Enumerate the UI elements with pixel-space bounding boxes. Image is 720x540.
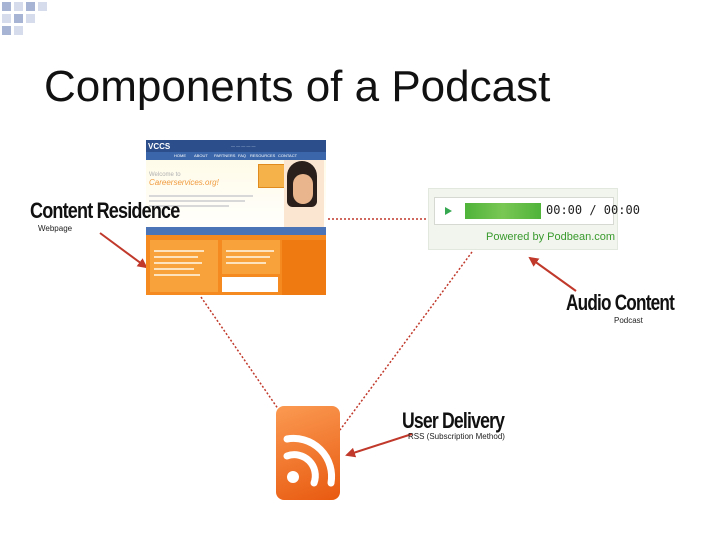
podcast-label: Podcast: [614, 316, 643, 325]
webpage-text-line: [154, 268, 194, 270]
content-residence-label: Content Residence: [30, 198, 180, 223]
play-icon[interactable]: [439, 201, 457, 221]
decor-square: [2, 2, 11, 11]
dotted-link-player-rss: [339, 251, 473, 431]
powered-by-link[interactable]: Powered by Podbean.com: [486, 231, 616, 243]
webpage-panel: [282, 240, 326, 295]
decor-square: [2, 26, 11, 35]
decor-square: [26, 2, 35, 11]
webpage-panel: [150, 240, 218, 292]
user-delivery-label: User Delivery: [402, 408, 505, 433]
webpage-header-text: — — — — —: [231, 143, 256, 148]
arrow-user-delivery: [345, 433, 413, 458]
player-controls: 00:00 / 00:00: [434, 197, 640, 225]
player-time: 00:00 / 00:00: [546, 203, 640, 217]
webpage-panel: [222, 277, 278, 292]
webpage-text-line: [154, 256, 198, 258]
webpage-blue-bar: [146, 227, 326, 235]
webpage-nav-item: RESOURCES: [250, 153, 276, 158]
rss-icon: [276, 406, 340, 500]
decor-square: [26, 14, 35, 23]
webpage-logo: VCCS: [148, 142, 171, 151]
webpage-screenshot: VCCS — — — — — HOME ABOUT PARTNERS FAQ R…: [146, 140, 326, 295]
webpage-nav-item: HOME: [174, 153, 186, 158]
webpage-nav-item: PARTNERS: [214, 153, 236, 158]
webpage-text-line: [154, 250, 204, 252]
player-progress-bar[interactable]: [465, 203, 541, 219]
rss-label: RSS (Subscription Method): [408, 432, 505, 441]
webpage-hero-box: [258, 164, 286, 188]
podcast-player: 00:00 / 00:00 Powered by Podbean.com: [428, 188, 640, 250]
webpage-nav-item: FAQ: [238, 153, 247, 158]
webpage-text-line: [154, 262, 202, 264]
webpage-nav: HOME ABOUT PARTNERS FAQ RESOURCES CONTAC…: [146, 152, 326, 160]
webpage-text-line: [149, 195, 253, 197]
webpage-text-line: [149, 200, 245, 202]
decor-square: [38, 2, 47, 11]
webpage-text-line: [149, 205, 229, 207]
webpage-nav-item: ABOUT: [194, 153, 208, 158]
webpage-text-line: [226, 256, 270, 258]
webpage-label: Webpage: [38, 224, 73, 233]
decor-square: [2, 14, 11, 23]
decor-square: [14, 2, 23, 11]
webpage-text-line: [226, 250, 274, 252]
dotted-link-webpage-rss: [200, 296, 284, 417]
webpage-photo-face: [293, 174, 313, 204]
arrow-audio-content: [528, 256, 577, 292]
webpage-header: [146, 140, 326, 152]
decor-square: [14, 26, 23, 35]
slide-title: Components of a Podcast: [44, 62, 551, 111]
arrow-content-residence: [99, 232, 148, 269]
webpage-site-name: Careerservices.org!: [149, 178, 219, 187]
audio-content-label: Audio Content: [566, 290, 675, 315]
decor-square: [14, 14, 23, 23]
webpage-nav-item: CONTACT: [278, 153, 298, 158]
corner-decoration: [0, 0, 60, 45]
webpage-welcome: Welcome to: [149, 172, 181, 178]
webpage-text-line: [154, 274, 200, 276]
webpage-text-line: [226, 262, 266, 264]
